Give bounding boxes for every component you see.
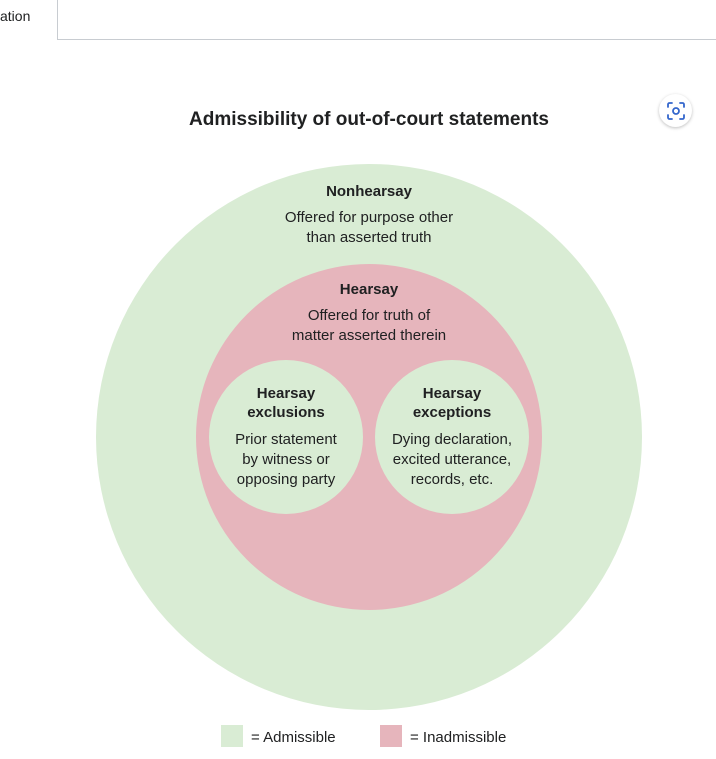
expand-image-button[interactable] bbox=[659, 94, 692, 127]
nonhearsay-text-line1: Offered for purpose other bbox=[285, 209, 453, 226]
exceptions-text-line1: Dying declaration, bbox=[392, 431, 512, 448]
nonhearsay-heading: Nonhearsay bbox=[326, 183, 413, 200]
exceptions-text-line2: excited utterance, bbox=[393, 451, 511, 468]
tab-bar: ation bbox=[0, 0, 716, 40]
legend-swatch-inadmissible bbox=[380, 725, 402, 747]
legend-label-admissible: = Admissible bbox=[251, 729, 336, 746]
exclusions-circle bbox=[209, 360, 363, 514]
legend-swatch-admissible bbox=[221, 725, 243, 747]
tab-label: ation bbox=[0, 8, 31, 24]
hearsay-heading: Hearsay bbox=[340, 281, 399, 298]
diagram-title: Admissibility of out-of-court statements bbox=[189, 109, 549, 130]
legend-label-inadmissible: = Inadmissible bbox=[410, 729, 506, 746]
exceptions-text-line3: records, etc. bbox=[411, 471, 494, 488]
exclusions-heading-line1: Hearsay bbox=[257, 385, 316, 402]
exceptions-circle bbox=[375, 360, 529, 514]
exceptions-heading-line2: exceptions bbox=[413, 404, 491, 421]
tab-annotation[interactable]: ation bbox=[0, 0, 58, 40]
exceptions-heading-line1: Hearsay bbox=[423, 385, 482, 402]
expand-icon bbox=[666, 101, 685, 120]
exclusions-text-line2: by witness or bbox=[242, 451, 330, 468]
hearsay-text-line1: Offered for truth of bbox=[308, 307, 431, 324]
tab-divider bbox=[58, 39, 716, 40]
nonhearsay-text-line2: than asserted truth bbox=[306, 229, 431, 246]
hearsay-circle bbox=[196, 264, 542, 610]
exclusions-text-line3: opposing party bbox=[237, 471, 336, 488]
hearsay-text-line2: matter asserted therein bbox=[292, 327, 446, 344]
exclusions-heading-line2: exclusions bbox=[247, 404, 325, 421]
exclusions-text-line1: Prior statement bbox=[235, 431, 338, 448]
